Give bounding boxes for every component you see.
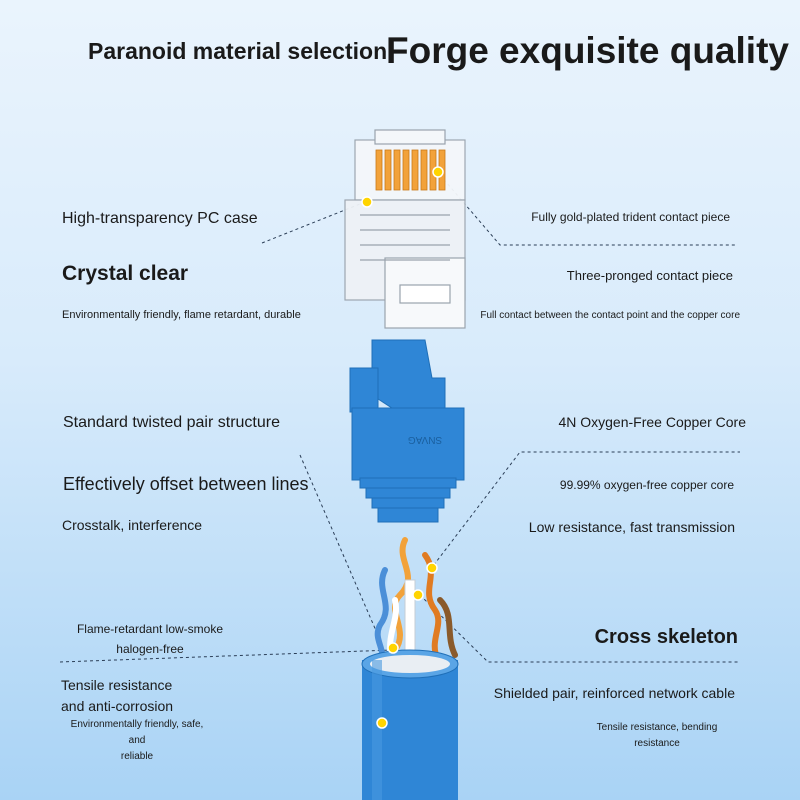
leader-flame: [59, 649, 393, 663]
label-crosstalk: Crosstalk, interference: [62, 517, 203, 533]
label-tensile-line2: and anti-corrosion: [61, 698, 174, 714]
leader-cross: [419, 594, 740, 663]
label-flame-line1: Flame-retardant low-smoke: [76, 622, 224, 636]
label-tensile-line1: Tensile resistance: [61, 677, 173, 693]
label-offset: Effectively offset between lines: [63, 474, 309, 494]
label-cross-skeleton: Cross skeleton: [594, 626, 738, 648]
label-crystal-clear: Crystal clear: [62, 262, 189, 285]
label-shielded-pair: Shielded pair, reinforced network cable: [493, 685, 735, 701]
label-twisted-pair: Standard twisted pair structure: [63, 414, 280, 431]
label-eco-safe-line2: reliable: [120, 751, 154, 762]
label-three-pronged: Three-pronged contact piece: [566, 268, 733, 283]
label-eco-safe-line1: Environmentally friendly, safe, and: [70, 719, 204, 746]
label-flame-retardant: Flame-retardant low-smoke halogen-free: [70, 619, 230, 659]
label-flame-line2: halogen-free: [116, 642, 184, 656]
label-gold-plated: Fully gold-plated trident contact piece: [531, 210, 730, 224]
marker-dots: [361, 166, 444, 729]
boot-brand-text: SNVAG: [408, 434, 442, 445]
label-oxygen-free: 99.99% oxygen-free copper core: [559, 478, 734, 492]
label-low-resistance: Low resistance, fast transmission: [528, 519, 735, 535]
label-bending: Tensile resistance, bending resistance: [592, 720, 722, 752]
label-copper-core: 4N Oxygen-Free Copper Core: [558, 414, 746, 430]
leader-copper: [429, 451, 740, 571]
header-left-title: Paranoid material selection: [88, 38, 388, 64]
blue-boot: [349, 339, 465, 523]
label-full-contact: Full contact between the contact point a…: [480, 310, 740, 321]
label-bending-line2: resistance: [634, 738, 680, 749]
rj45-plug-body: [344, 129, 466, 329]
label-eco-safe: Environmentally friendly, safe, and reli…: [62, 717, 212, 765]
header-right-title: Forge exquisite quality: [386, 30, 789, 71]
cable-jacket: [361, 649, 459, 800]
label-bending-line1: Tensile resistance, bending: [596, 722, 718, 733]
label-eco-flame: Environmentally friendly, flame retardan…: [62, 309, 301, 321]
label-tensile: Tensile resistance and anti-corrosion: [61, 675, 173, 717]
label-pc-case: High-transparency PC case: [62, 210, 258, 227]
